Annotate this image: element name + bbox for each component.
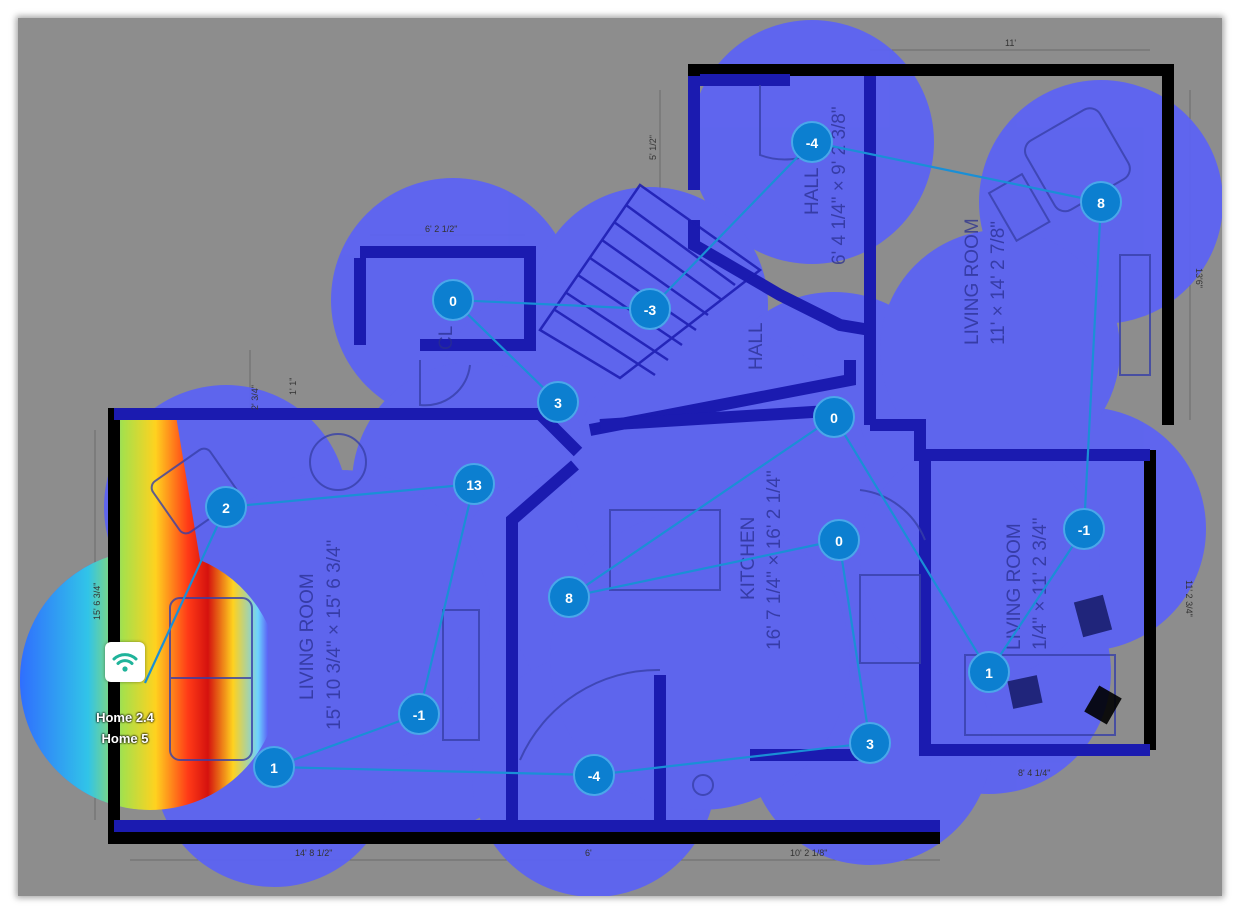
link-n13-n14 xyxy=(273,712,420,769)
link-n2-n1 xyxy=(811,140,1102,204)
link-n7-n8 xyxy=(225,482,475,509)
node-circle[interactable] xyxy=(791,121,833,163)
room-size-hall-top: 6' 4 1/4" × 9' 2 3/8" xyxy=(829,106,850,265)
node-value: 13 xyxy=(466,477,482,493)
room-size-living-room-bottom-right: 1/4" × 11' 2 3/4" xyxy=(1030,518,1051,650)
measurement-node-n1[interactable]: -4 xyxy=(791,121,833,163)
measurement-node-n8[interactable]: 13 xyxy=(453,463,495,505)
node-circle[interactable] xyxy=(629,288,671,330)
measurement-node-n2[interactable]: 8 xyxy=(1080,181,1122,223)
node-value: -1 xyxy=(1078,522,1091,538)
measurement-node-n16[interactable]: 3 xyxy=(849,722,891,764)
node-circle[interactable] xyxy=(205,486,247,528)
measurement-node-n7[interactable]: 2 xyxy=(205,486,247,528)
link-n10-n6 xyxy=(568,416,835,598)
link-n3-n5 xyxy=(452,299,559,403)
room-label-closet: CL xyxy=(436,326,457,350)
link-n1-n4 xyxy=(649,141,813,310)
dimension-top: 11' xyxy=(1005,38,1016,48)
measurement-node-n14[interactable]: 1 xyxy=(253,746,295,788)
dimension-bottom-a: 14' 8 1/2" xyxy=(295,848,332,858)
router-ssid-1: Home 2.4 xyxy=(96,710,154,725)
dimension-left-wall: 15' 6 3/4" xyxy=(92,583,102,620)
dimension-bottom-c: 10' 2 1/8" xyxy=(790,848,827,858)
node-circle[interactable] xyxy=(453,463,495,505)
node-circle[interactable] xyxy=(1063,508,1105,550)
link-n16-n9 xyxy=(837,539,872,744)
dimension-right-top: 13'6" xyxy=(1194,268,1204,288)
node-value: 1 xyxy=(985,665,993,681)
measurement-node-n13[interactable]: -1 xyxy=(398,693,440,735)
node-value: 1 xyxy=(270,760,278,776)
node-circle[interactable] xyxy=(849,722,891,764)
node-value: 8 xyxy=(565,590,573,606)
measurement-node-n5[interactable]: 3 xyxy=(537,381,579,423)
dimension-bottom-b: 6' xyxy=(585,848,592,858)
router[interactable]: Home 2.4 Home 5 xyxy=(96,642,154,746)
floor-plan-map: LIVING ROOM 15' 10 3/4" × 15' 6 3/4" KIT… xyxy=(18,18,1222,896)
measurement-node-n11[interactable]: -1 xyxy=(1063,508,1105,550)
link-n9-n10 xyxy=(568,538,840,599)
dimension-left-a: 2' 3/4" xyxy=(250,385,260,410)
node-value: -4 xyxy=(588,768,601,784)
room-size-living-room-left: 15' 10 3/4" × 15' 6 3/4" xyxy=(324,540,345,730)
node-value: 2 xyxy=(222,500,230,516)
measurement-links xyxy=(144,140,1103,777)
router-ssid-2: Home 5 xyxy=(101,731,149,746)
link-n15-n16 xyxy=(593,741,871,777)
node-circle[interactable] xyxy=(818,519,860,561)
node-value: -3 xyxy=(644,302,657,318)
node-value: 0 xyxy=(449,293,457,309)
room-label-hall-stairs: HALL xyxy=(746,322,767,370)
node-value: -1 xyxy=(413,707,426,723)
node-value: 3 xyxy=(866,736,874,752)
room-label-living-room-left: LIVING ROOM xyxy=(297,573,318,700)
node-value: 3 xyxy=(554,395,562,411)
node-circle[interactable] xyxy=(537,381,579,423)
room-label-hall-top: HALL xyxy=(802,167,823,215)
room-label-living-room-bottom-right: LIVING ROOM xyxy=(1004,523,1025,650)
node-circle[interactable] xyxy=(573,754,615,796)
node-circle[interactable] xyxy=(548,576,590,618)
node-circle[interactable] xyxy=(432,279,474,321)
measurement-node-n9[interactable]: 0 xyxy=(818,519,860,561)
measurement-node-n4[interactable]: -3 xyxy=(629,288,671,330)
link-n8-n13 xyxy=(417,483,476,715)
map-canvas: LIVING ROOM 15' 10 3/4" × 15' 6 3/4" KIT… xyxy=(20,20,1222,896)
room-size-kitchen: 16' 7 1/4" × 16' 2 1/4" xyxy=(764,470,785,650)
node-circle[interactable] xyxy=(1080,181,1122,223)
router-box[interactable] xyxy=(105,642,145,682)
link-n4-n3 xyxy=(452,298,651,311)
node-value: 0 xyxy=(835,533,843,549)
node-circle[interactable] xyxy=(398,693,440,735)
walls xyxy=(108,64,1174,844)
measurement-node-n12[interactable]: 1 xyxy=(968,651,1010,693)
dimension-closet: 6' 2 1/2" xyxy=(425,224,457,234)
node-circle[interactable] xyxy=(813,396,855,438)
dimension-left-b: 1' 1" xyxy=(288,378,298,395)
link-n14-n15 xyxy=(273,765,595,777)
measurement-node-n10[interactable]: 8 xyxy=(548,576,590,618)
measurement-node-n6[interactable]: 0 xyxy=(813,396,855,438)
node-value: 0 xyxy=(830,410,838,426)
dimension-right-bottom: 11' 2 3/4" xyxy=(1184,580,1194,617)
node-value: 8 xyxy=(1097,195,1105,211)
measurement-node-n15[interactable]: -4 xyxy=(573,754,615,796)
room-size-living-room-top-right: 11' × 14' 2 7/8" xyxy=(988,221,1009,345)
node-circle[interactable] xyxy=(253,746,295,788)
room-label-living-room-top-right: LIVING ROOM xyxy=(962,218,983,345)
dimension-labels: 11' 13'6" 5' 1/2" 6' 2 1/2" 2' 3/4" 1' 1… xyxy=(92,38,1204,858)
link-router-n7 xyxy=(144,506,227,684)
dimension-stair: 5' 1/2" xyxy=(648,135,658,160)
link-n6-n12 xyxy=(833,416,990,673)
link-n11-n2 xyxy=(1082,201,1103,530)
wifi-icon xyxy=(112,653,138,672)
node-circle[interactable] xyxy=(968,651,1010,693)
measurement-node-n3[interactable]: 0 xyxy=(432,279,474,321)
coverage-circle xyxy=(880,230,1120,470)
measurement-nodes[interactable]: -4 8 0 -3 3 0 2 13 0 8 -1 1 -1 1 -4 3 xyxy=(205,121,1122,796)
dimension-bottom-right: 8' 4 1/4" xyxy=(1018,768,1050,778)
link-n12-n11 xyxy=(988,528,1085,673)
node-value: -4 xyxy=(806,135,819,151)
